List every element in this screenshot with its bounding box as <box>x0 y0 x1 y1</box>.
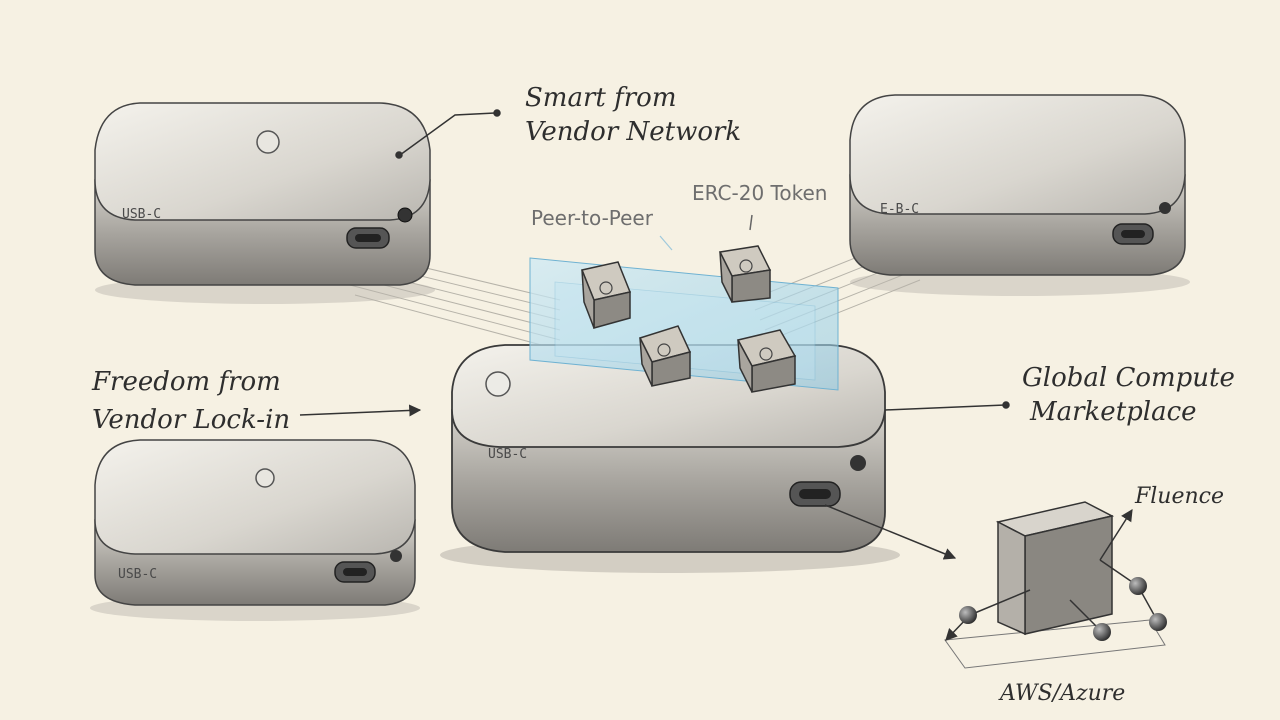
cube-3 <box>638 325 692 387</box>
node-ball <box>1129 577 1147 595</box>
freedom-label-line2: Vendor Lock-in <box>92 405 290 435</box>
erc-pointer-line <box>749 214 753 231</box>
smart-label-line1: Smart from <box>525 83 676 113</box>
device-top-right: E-B-C <box>849 94 1190 296</box>
global-label-line1: Global Compute <box>1022 363 1235 393</box>
node-ball <box>959 606 977 624</box>
cube-2 <box>718 245 772 303</box>
smart-label-line2: Vendor Network <box>525 117 741 147</box>
global-label-line2: Marketplace <box>1029 397 1197 427</box>
freedom-label-line1: Freedom from <box>91 367 281 397</box>
annotation-lines <box>299 109 1010 560</box>
center-to-provider-arrow <box>824 504 957 560</box>
smart-pointer-line <box>399 112 496 156</box>
global-pointer-line <box>884 404 1006 411</box>
port-label-center: USB-C <box>488 447 527 462</box>
peer-label: Peer-to-Peer <box>531 206 654 230</box>
erc-label: ERC-20 Token <box>692 181 827 205</box>
port-label-bottom-left: USB-C <box>118 567 157 582</box>
device-top-left: USB-C <box>94 102 435 304</box>
node-ball <box>1149 613 1167 631</box>
port-label-top-right: E-B-C <box>880 202 919 217</box>
node-ball <box>1093 623 1111 641</box>
freedom-arrow <box>299 404 422 417</box>
cube-1 <box>580 261 632 329</box>
device-bottom-left: USB-C <box>90 439 420 621</box>
aws-label: AWS/Azure <box>998 681 1125 706</box>
fluence-label: Fluence <box>1134 484 1224 509</box>
cube-4 <box>736 329 797 393</box>
provider-block <box>944 501 1167 669</box>
port-label-top-left: USB-C <box>122 207 161 222</box>
